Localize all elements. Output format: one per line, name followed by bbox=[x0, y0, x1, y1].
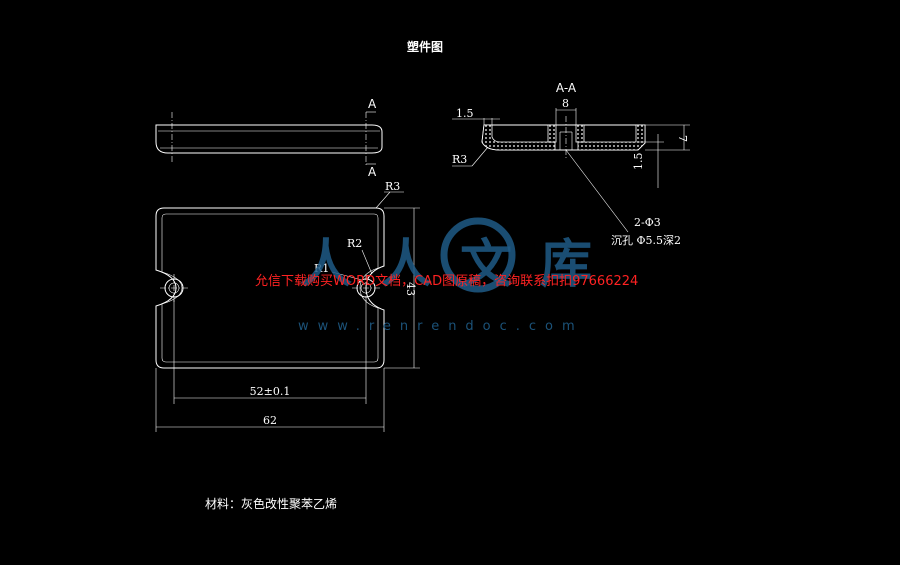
watermark-url: www.renrendoc.com bbox=[298, 319, 584, 334]
dim-hole-width: 8 bbox=[562, 97, 569, 110]
dim-section-radius: R3 bbox=[452, 153, 467, 166]
dim-hole-count: 2-Φ3 bbox=[634, 216, 661, 229]
watermark-logo-ring bbox=[440, 217, 516, 293]
watermark-notice: 允信下载购买WORD文档，CAD图原稿，咨询联系扣扣97666224 bbox=[255, 273, 638, 289]
cut-label-top: A bbox=[368, 97, 377, 111]
drawing-title: 塑件图 bbox=[407, 39, 443, 54]
dim-hole-spacing: 52±0.1 bbox=[250, 385, 291, 398]
dim-width-height: 43 bbox=[404, 282, 417, 296]
dim-height-total: 7 bbox=[676, 135, 689, 142]
dim-inner-radius-r1: R1 bbox=[314, 262, 329, 275]
dim-corner-radius: R3 bbox=[385, 180, 400, 193]
dim-inner-radius-r2: R2 bbox=[347, 237, 362, 250]
watermark: 人人文库 www.renrendoc.com 允信下载购买WORD文档，CAD图… bbox=[255, 217, 638, 334]
dim-wall-thickness: 1.5 bbox=[456, 107, 474, 120]
side-view: A A bbox=[155, 97, 383, 179]
cut-label-bottom: A bbox=[368, 165, 377, 179]
material-note: 材料：灰色改性聚苯乙烯 bbox=[205, 497, 337, 511]
dim-counterbore: 沉孔 Φ5.5深2 bbox=[611, 234, 681, 247]
section-view: A-A 1.5 8 R3 7 1.5 bbox=[452, 81, 690, 247]
plan-view: R3 R2 R1 43 52±0.1 62 bbox=[155, 180, 420, 432]
dim-overall-length: 62 bbox=[263, 414, 277, 427]
dim-bottom-thickness: 1.5 bbox=[632, 153, 645, 171]
section-label: A-A bbox=[556, 81, 577, 95]
watermark-logo: 人人文库 bbox=[300, 234, 620, 295]
